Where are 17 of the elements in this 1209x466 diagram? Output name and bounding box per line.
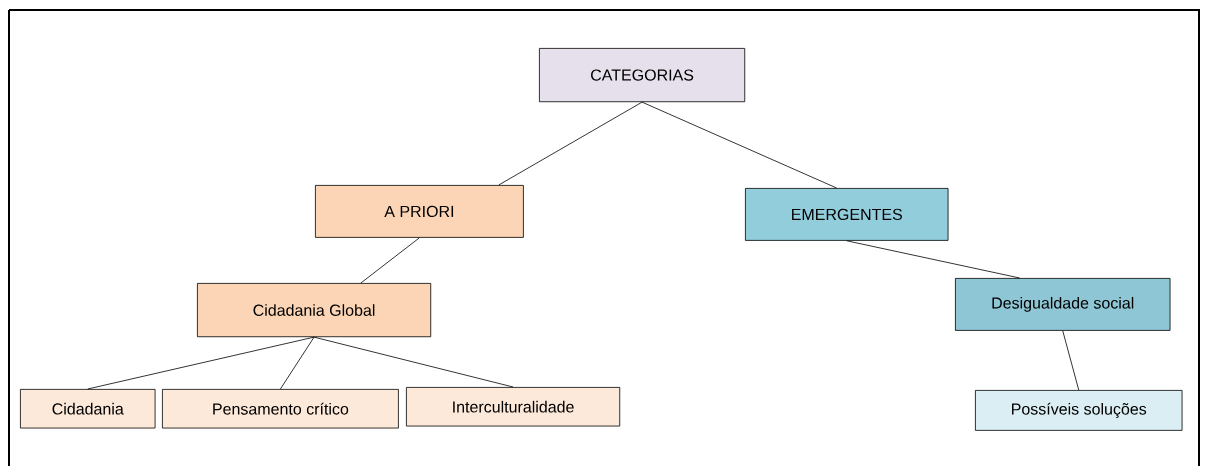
category-box: Possíveis soluções (975, 390, 1183, 431)
category-box: Cidadania (20, 389, 156, 429)
connector-line (87, 336, 315, 390)
category-box: Pensamento crítico (162, 389, 399, 429)
category-box: Interculturalidade (406, 387, 621, 427)
category-box: Desigualdade social (955, 278, 1171, 331)
connector-line (313, 336, 514, 388)
connector-line (280, 336, 315, 390)
category-box: Cidadania Global (197, 283, 432, 338)
category-box: CATEGORIAS (539, 48, 746, 103)
connector-line (498, 101, 643, 186)
category-box: A PRIORI (315, 185, 524, 238)
connector-line (1062, 330, 1080, 391)
category-box: EMERGENTES (745, 188, 949, 241)
connector-line (846, 240, 1021, 279)
connector-line (641, 101, 837, 189)
connector-line (360, 237, 420, 284)
